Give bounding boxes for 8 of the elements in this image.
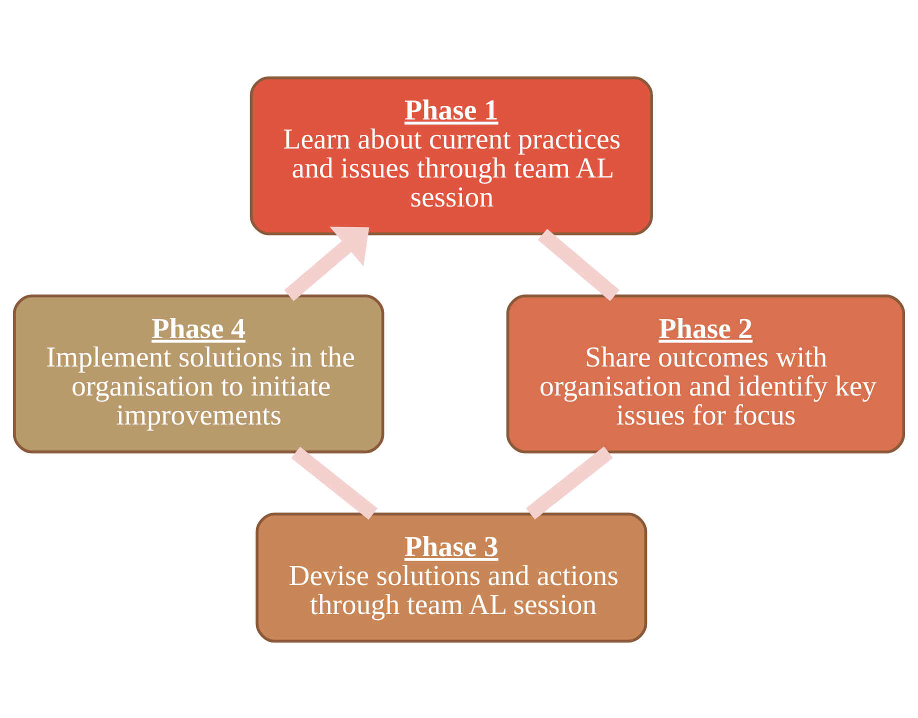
node-box: Phase 3 Devise solutions and actions through team AL session	[256, 512, 648, 642]
node-box: Phase 1 Learn about current practices and issues through team AL session	[250, 76, 653, 235]
connector	[526, 446, 613, 519]
node-box: Phase 2 Share outcomes with organisation and identify key issues for focus	[506, 294, 906, 453]
arrow	[284, 226, 370, 301]
connector	[538, 228, 620, 301]
node-box: Phase 4 Implement solutions in the organisation to initiate improvements	[12, 294, 384, 453]
connector	[291, 446, 378, 520]
